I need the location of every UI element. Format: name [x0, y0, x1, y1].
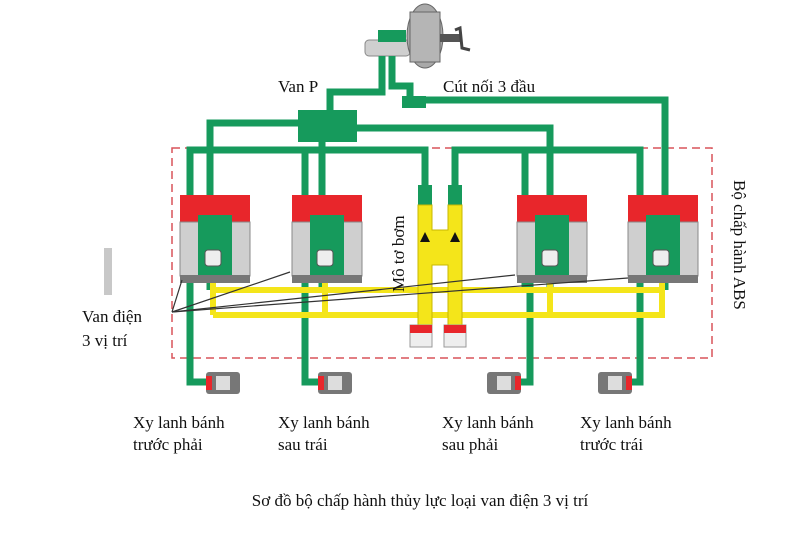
solenoid-label-line1: Van điện	[82, 307, 142, 326]
solenoid-valves	[179, 195, 699, 283]
gray-bar	[104, 248, 112, 295]
figure-caption: Sơ đồ bộ chấp hành thủy lực loại van điệ…	[251, 491, 589, 510]
p-valve-label: Van P	[278, 77, 319, 96]
solenoid-valve	[291, 195, 363, 283]
pump	[409, 185, 467, 348]
solenoid-valve	[627, 195, 699, 283]
solenoid-valve	[179, 195, 251, 283]
wheel-cylinders	[206, 372, 632, 394]
abs-actuator-label: Bộ chấp hành ABS	[730, 180, 749, 310]
three-way-label: Cút nối 3 đầu	[443, 77, 536, 96]
solenoid-pointers	[171, 271, 629, 313]
solenoid-label-line2: 3 vị trí	[82, 331, 128, 350]
abs-actuator-boundary	[171, 147, 713, 359]
pump-motor-label: Mô tơ bơm	[389, 215, 408, 292]
three-way-joint	[402, 96, 426, 108]
solenoid-valve	[516, 195, 588, 283]
p-valve	[298, 110, 357, 142]
brake-booster	[364, 3, 471, 69]
